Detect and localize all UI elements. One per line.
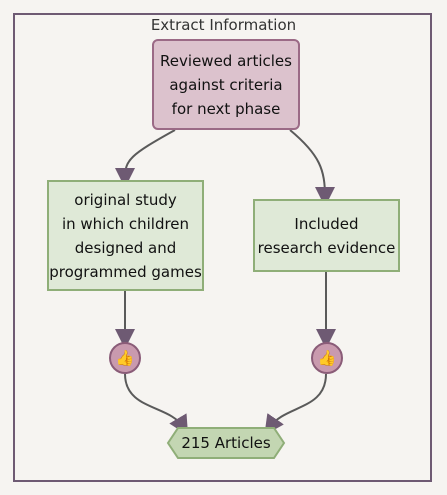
diagram-frame	[13, 13, 432, 482]
frame-title: Extract Information	[150, 16, 297, 34]
node-reviewed-label: Reviewed articles against criteria for n…	[160, 51, 292, 118]
articles-hexagon	[166, 427, 286, 459]
edge-review-to-original	[115, 129, 176, 188]
node-included-evidence: Included research evidence	[253, 199, 400, 272]
thumbs-up-icon: 👍	[109, 342, 141, 374]
node-original-study: original study in which children designe…	[47, 180, 204, 291]
edge-circle-left-to-articles	[124, 373, 189, 436]
node-original-study-label: original study in which children designe…	[49, 190, 202, 281]
node-reviewed-articles: Reviewed articles against criteria for n…	[152, 39, 300, 130]
node-included-label: Included research evidence	[257, 214, 396, 257]
edge-review-to-included	[289, 129, 335, 207]
node-articles-label: 215 Articles	[181, 434, 271, 452]
edge-circle-right-to-articles	[264, 373, 327, 436]
thumbs-up-icon: 👍	[311, 342, 343, 374]
